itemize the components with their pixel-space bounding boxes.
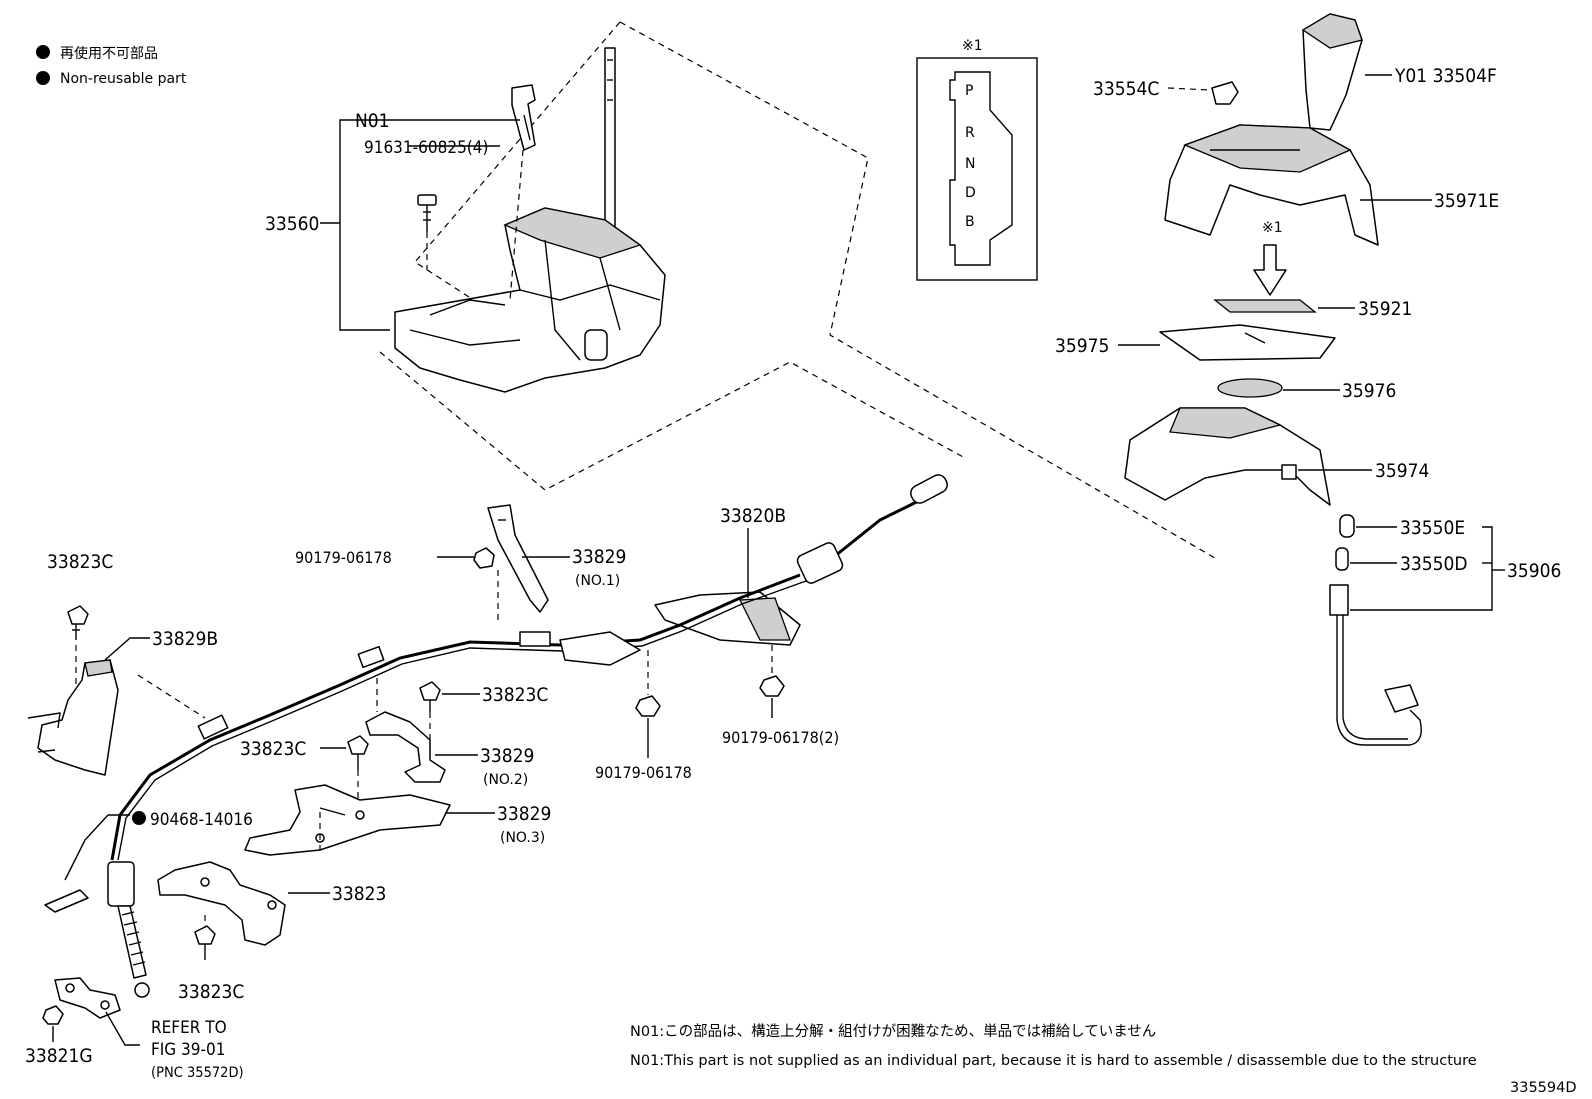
bolt-33823c-left	[67, 605, 89, 640]
label-35921: 35921	[1358, 298, 1412, 320]
label-33823: 33823	[332, 883, 386, 905]
arrow-mark: ※1	[1262, 220, 1283, 236]
label-33820b: 33820B	[720, 505, 786, 527]
cable-end-fitting	[107, 861, 135, 907]
lamp-wire-35906	[1329, 584, 1422, 746]
bracket-33829-no1	[487, 504, 549, 613]
label-33560: 33560	[265, 213, 319, 235]
label-y01-33504f: Y01 33504F	[1394, 65, 1497, 87]
label-no3: (NO.3)	[500, 830, 545, 846]
shift-lever-assembly	[394, 47, 666, 393]
bolt-33823c-mid	[419, 681, 441, 712]
plate-35921	[1213, 299, 1317, 313]
housing-35971e	[1164, 124, 1379, 246]
gate-pos-d: D	[965, 185, 976, 201]
label-33829-no2: 33829	[480, 745, 534, 767]
bracket-33823	[157, 861, 286, 946]
note-n01-ja: N01:この部品は、構造上分解・組付けが困難なため、単品では補給していません	[630, 1023, 1156, 1040]
non-reusable-dot-icon	[36, 45, 50, 59]
label-n01: N01	[355, 110, 390, 132]
bulb-33550e	[1339, 514, 1355, 538]
label-no2: (NO.2)	[483, 772, 528, 788]
label-90179-06178-a: 90179-06178	[295, 548, 392, 567]
nut-icon	[635, 695, 661, 717]
label-33554c: 33554C	[1093, 78, 1159, 100]
gate-frame	[916, 57, 1038, 281]
shift-lever-rod	[604, 47, 616, 249]
nut-icon	[759, 675, 785, 697]
gate-mark: ※1	[962, 38, 983, 54]
label-33829-no3: 33829	[497, 803, 551, 825]
label-35975: 35975	[1055, 335, 1109, 357]
label-90179-06178-2: 90179-06178(2)	[722, 728, 839, 747]
bolt-33823c-bottom	[194, 925, 216, 960]
leader-33560	[320, 119, 520, 331]
shift-gate-panel: ※1 P R N D B	[916, 38, 1038, 281]
nut-33821g	[42, 1005, 64, 1025]
gate-pos-r: R	[965, 125, 975, 141]
diagram-code: 335594D	[1510, 1080, 1577, 1096]
label-33823c-bottom: 33823C	[178, 981, 244, 1003]
clip-90468	[44, 889, 89, 913]
plug-33554c	[1211, 81, 1239, 105]
note-n01-en: N01:This part is not supplied as an indi…	[630, 1053, 1477, 1069]
legend: 再使用不可部品 Non-reusable part	[36, 45, 187, 87]
plate-35976	[1217, 378, 1283, 398]
label-90468-14016: 90468-14016	[150, 810, 253, 830]
label-91631-60825: 91631-60825(4)	[364, 138, 488, 158]
refer-to: REFER TO	[151, 1018, 227, 1038]
label-35906: 35906	[1507, 560, 1561, 582]
label-33821g: 33821G	[25, 1045, 93, 1067]
non-reusable-dot-icon	[36, 71, 50, 85]
plate-35975	[1159, 324, 1336, 361]
bolt-33823c-mid2	[347, 735, 369, 770]
legend-ja: 再使用不可部品	[60, 45, 158, 62]
cable-bracket-lower	[54, 977, 121, 1019]
label-33829-no1: 33829	[572, 546, 626, 568]
gate-pos-n: N	[965, 156, 975, 172]
non-reusable-dot-icon	[132, 811, 146, 825]
gate-pos-p: P	[965, 83, 973, 99]
label-33823c-mid: 33823C	[482, 684, 548, 706]
legend-en: Non-reusable part	[60, 71, 187, 87]
label-no1: (NO.1)	[575, 573, 620, 589]
bracket-33829-no2	[365, 711, 446, 783]
bracket-33829b	[27, 659, 119, 776]
label-33829b: 33829B	[152, 628, 218, 650]
nut-icon	[473, 547, 495, 569]
label-35971e: 35971E	[1434, 190, 1499, 212]
bolt-icon	[417, 194, 437, 206]
shift-control-cable	[107, 474, 948, 998]
refer-fig: FIG 39-01	[151, 1040, 225, 1060]
housing-35974	[1124, 407, 1331, 506]
refer-pnc: (PNC 35572D)	[151, 1065, 244, 1081]
gate-slot-outline	[949, 71, 1013, 266]
label-35974: 35974	[1375, 460, 1429, 482]
bulb-33550d	[1335, 547, 1349, 571]
label-90179-06178-b: 90179-06178	[595, 763, 692, 782]
label-35976: 35976	[1342, 380, 1396, 402]
bracket-33829-no3	[244, 784, 451, 856]
gate-pos-b: B	[965, 214, 975, 230]
down-arrow-icon	[1253, 244, 1287, 296]
n01-clip	[511, 84, 536, 151]
shift-knob	[1301, 13, 1363, 131]
label-33550d: 33550D	[1400, 553, 1468, 575]
label-33823c-left: 33823C	[47, 551, 113, 573]
label-33550e: 33550E	[1400, 517, 1465, 539]
label-33823c-mid2: 33823C	[240, 738, 306, 760]
